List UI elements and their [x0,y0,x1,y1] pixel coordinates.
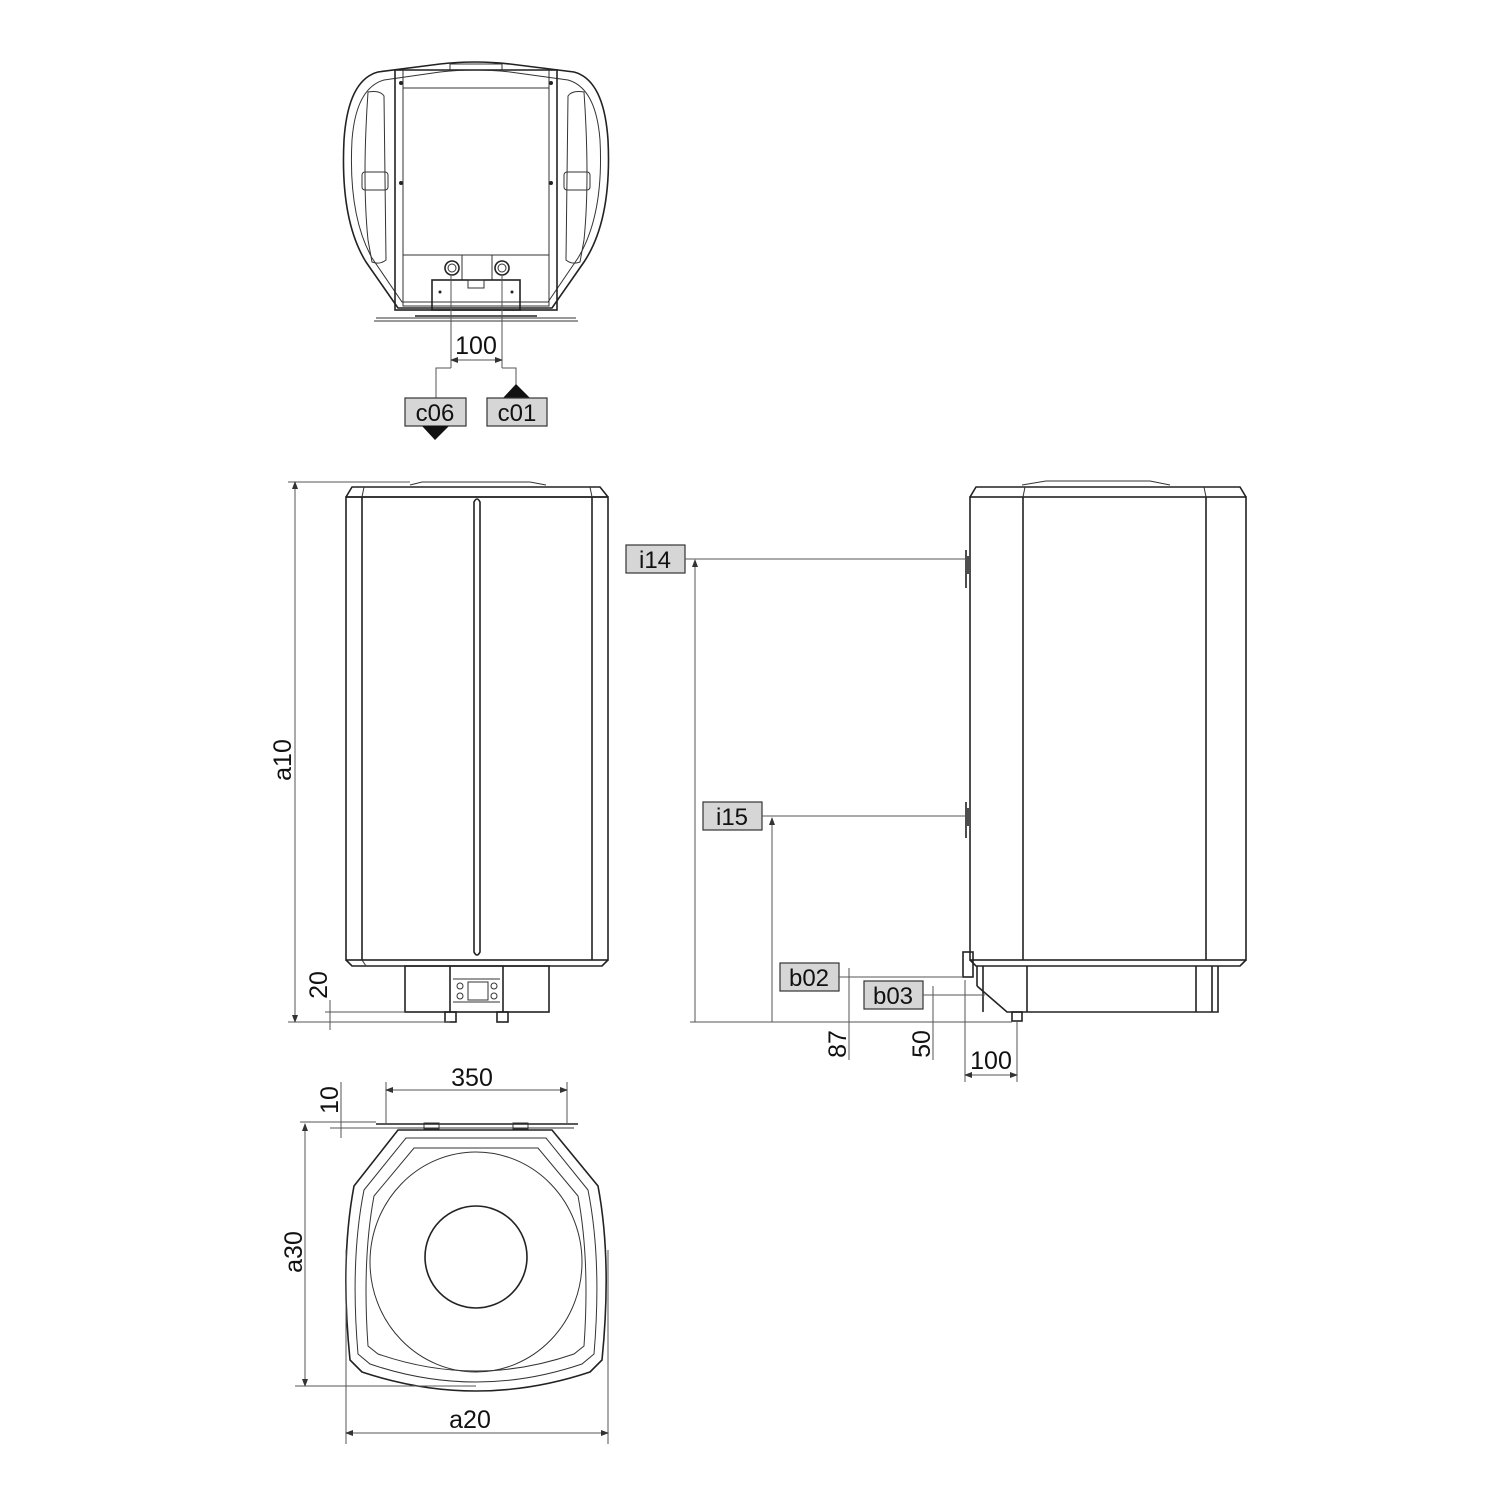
side-view: i14 i15 b02 87 b03 50 100 [625,480,1247,1082]
top-view: 100 c06 c01 [342,61,610,440]
dim-20: 20 [305,971,333,999]
label-i14: i14 [639,547,671,574]
label-c01: c01 [498,400,537,427]
label-i15: i15 [716,804,748,831]
dim-wall-distance: 100 [970,1047,1012,1075]
dim-a10: a10 [269,739,297,781]
dim-350: 350 [451,1064,493,1092]
dim-50: 50 [908,1030,936,1058]
bottom-view: 350 10 a30 a20 [280,1064,609,1444]
label-box-c06 [404,397,467,427]
label-box-b03 [863,980,924,1010]
dim-a30: a30 [280,1231,308,1273]
dim-a20: a20 [449,1406,491,1434]
control-panel [453,978,500,1003]
label-b03: b03 [873,983,913,1010]
dim-10: 10 [316,1086,344,1114]
dim-connection-spacing: 100 [455,332,497,360]
dim-87: 87 [824,1030,852,1058]
label-box-c01 [486,397,548,427]
outlet-arrow-icon [422,426,449,440]
label-b02: b02 [789,965,829,992]
label-box-i14 [625,544,686,574]
inlet-arrow-icon [503,384,530,398]
label-box-i15 [702,801,763,831]
front-view: a10 20 [269,481,609,1030]
label-c06: c06 [416,400,455,427]
